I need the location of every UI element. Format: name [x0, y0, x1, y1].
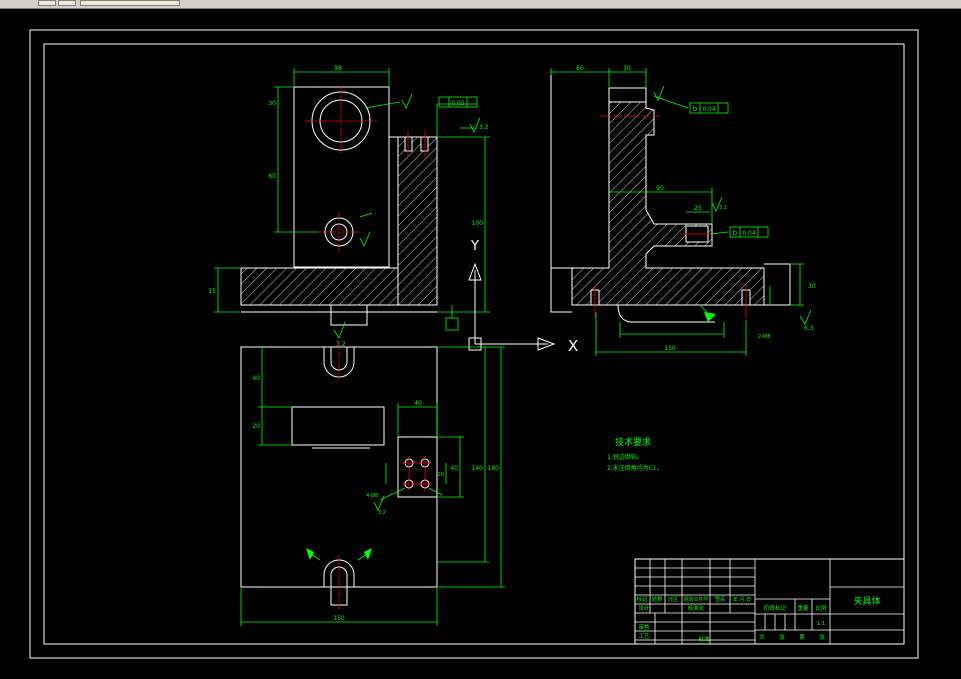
section-arrow-marker [306, 548, 314, 560]
title-block-approve: 批准 [698, 635, 710, 643]
toolbar-button[interactable] [38, 0, 56, 6]
title-block-row-label: 处数 [651, 595, 663, 603]
ucs-x-label: X [568, 337, 578, 355]
tech-req-item: 1.锐边倒钝。 [607, 453, 643, 461]
front-upper-block [293, 86, 390, 268]
title-block-sheet-label: 第 [799, 633, 805, 641]
plan-hole-plate [397, 436, 438, 498]
gdt-frame: b 0.04 [689, 102, 729, 114]
side-relief [617, 304, 715, 323]
ucs-axis-icon: X Y [468, 239, 578, 355]
inner-frame [43, 43, 905, 645]
title-block-craft: 工艺 [638, 633, 650, 640]
title-block-row-label: 更改文件号 [683, 596, 708, 603]
plan-left-dim: 20 [252, 423, 260, 430]
title-block-row-label: 年.月.日 [733, 596, 751, 603]
front-total-height: 100 [472, 220, 484, 227]
roughness-symbol [401, 93, 413, 109]
side-small-dim: 25 [694, 205, 702, 212]
front-view[interactable]: 98 30 60 100 15 0.05 3.2 3.2 [208, 65, 490, 348]
toolbar-strip [0, 0, 961, 9]
side-top-dim: 60 [576, 65, 584, 72]
plan-height-dim: 180 [488, 465, 500, 472]
side-outline [550, 75, 572, 313]
title-block-part-name: 夹具体 [853, 595, 880, 607]
section-arrow-marker [704, 312, 716, 322]
side-mid-dim: 90 [656, 185, 664, 192]
roughness-symbol [653, 85, 665, 101]
title-block-scale: 比例 [815, 604, 827, 612]
roughness-value: 3.2 [378, 510, 386, 516]
plan-width-dim: 150 [333, 615, 345, 622]
roughness-value: 3.2 [479, 124, 489, 131]
gdt-value: 0.04 [702, 106, 716, 113]
side-bottom-dim: 150 [664, 345, 676, 352]
technical-requirements: 技术要求 1.锐边倒钝。 2.未注倒角均为C1。 [607, 436, 663, 472]
title-block-sheet-label: 共 [759, 633, 765, 641]
plan-inner-height-dim: 140 [472, 465, 484, 472]
front-height-dim-top: 30 [268, 100, 276, 107]
gdt-frame: 0.05 [438, 96, 478, 108]
title-block-row-label: 签名 [714, 595, 725, 603]
front-slot [404, 136, 413, 152]
side-view[interactable]: 60 30 90 25 150 2-M8 30 b 0.04 b 0.04 3.… [550, 65, 816, 356]
plan-view[interactable]: 150 180 140 40 20 40 40 20 4-Ø8 3.2 [240, 340, 505, 626]
gdt-value: 0.04 [742, 230, 756, 237]
side-height-dim: 30 [808, 283, 816, 290]
gdt-value: 0.05 [451, 100, 465, 107]
title-block-stage: 阶段标记 [764, 604, 787, 612]
title-block: 夹具体 标记 处数 分区 更改文件号 签名 年.月.日 设计 标准化 阶段标记 … [634, 558, 905, 645]
plan-hole-dim: 40 [414, 400, 422, 407]
plan-boss [291, 406, 385, 446]
gdt-datum: b [693, 105, 698, 113]
front-height-dim-mid: 60 [268, 173, 276, 180]
roughness-value: 3.2 [336, 341, 346, 348]
front-column-section [397, 136, 438, 306]
plan-hole-dim: 20 [438, 472, 444, 478]
front-slot [420, 136, 429, 152]
section-arrow-marker [364, 548, 372, 560]
title-block-row-label: 分区 [667, 595, 679, 603]
title-block-weight: 重量 [797, 604, 809, 612]
roughness-symbol [333, 321, 346, 339]
gdt-datum: b [733, 229, 738, 237]
plan-hole-dim: 40 [450, 465, 458, 472]
ucs-y-label: Y [470, 239, 479, 254]
side-top-dim: 30 [623, 65, 631, 72]
side-section [571, 87, 765, 306]
outer-frame [29, 29, 919, 659]
title-block-sheet-label: 张 [779, 633, 785, 641]
title-block-design: 设计 [638, 604, 650, 612]
roughness-value-right: 6.3 [804, 325, 814, 332]
roughness-value: 3.2 [719, 205, 727, 211]
toolbar-dropdown[interactable] [80, 0, 180, 6]
toolbar-button[interactable] [58, 0, 76, 6]
front-tongue [330, 304, 368, 326]
front-base-section [240, 267, 399, 306]
title-block-sheet-label: 张 [819, 633, 825, 641]
gdt-frame: b 0.04 [729, 226, 769, 238]
front-step [388, 110, 437, 138]
roughness-symbol [373, 495, 385, 511]
side-bore [608, 87, 647, 103]
tech-req-item: 2.未注倒角均为C1。 [607, 464, 663, 472]
title-block-review: 审核 [638, 623, 650, 631]
roughness-symbol [469, 117, 481, 133]
title-block-scale-value: 1:1 [817, 621, 826, 627]
plan-hole-note: 4-Ø8 [366, 492, 378, 499]
title-block-row-label: 标记 [636, 595, 648, 603]
roughness-symbol [799, 309, 812, 325]
roughness-symbol [359, 231, 371, 247]
title-block-standard: 标准化 [688, 604, 705, 612]
front-width-dim: 98 [334, 65, 342, 72]
roughness-symbol [711, 196, 723, 212]
front-base-height: 15 [208, 288, 216, 295]
tech-req-title: 技术要求 [615, 436, 651, 448]
plan-left-dim: 40 [252, 375, 260, 382]
side-hole-dim: 2-M8 [758, 334, 770, 340]
